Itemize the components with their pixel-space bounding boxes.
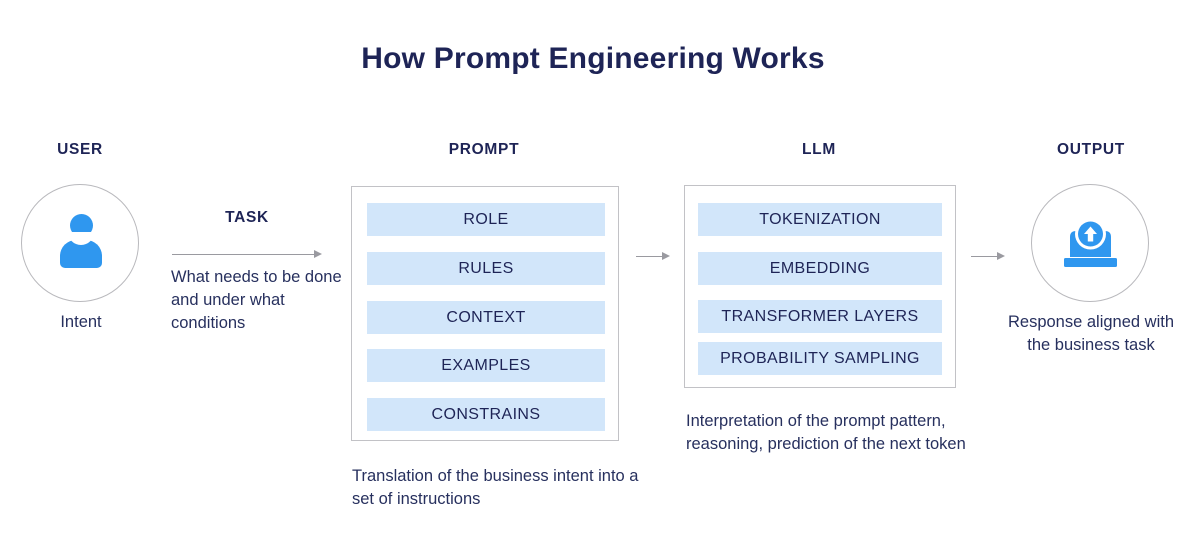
person-icon-head xyxy=(69,214,93,237)
llm-item-embedding: EMBEDDING xyxy=(698,252,942,285)
person-icon xyxy=(60,214,102,268)
llm-box: TOKENIZATION EMBEDDING TRANSFORMER LAYER… xyxy=(684,185,956,388)
arrow-llm-to-output xyxy=(971,252,1005,261)
llm-caption: Interpretation of the prompt pattern, re… xyxy=(686,412,966,453)
page-title: How Prompt Engineering Works xyxy=(361,42,825,75)
stage-header-output: OUTPUT xyxy=(1057,141,1125,158)
prompt-item-rules: RULES xyxy=(367,252,605,285)
llm-item-tokenization: TOKENIZATION xyxy=(698,203,942,236)
laptop-upload-icon xyxy=(1060,217,1121,267)
arrow-head xyxy=(997,252,1005,260)
output-caption: Response aligned with the business task xyxy=(1007,313,1175,354)
prompt-caption: Translation of the business intent into … xyxy=(352,467,639,508)
llm-item-probability-sampling: PROBABILITY SAMPLING xyxy=(698,342,942,375)
arrow-user-to-prompt xyxy=(172,250,322,259)
arrow-head xyxy=(314,250,322,258)
person-icon-notch xyxy=(68,232,94,245)
arrow-shaft xyxy=(172,254,315,256)
stage-header-llm: LLM xyxy=(802,141,836,158)
prompt-item-examples: EXAMPLES xyxy=(367,349,605,382)
arrow-head xyxy=(662,252,670,260)
task-label: TASK xyxy=(225,209,269,226)
arrow-shaft xyxy=(636,256,663,258)
prompt-item-role: ROLE xyxy=(367,203,605,236)
prompt-item-constrains: CONSTRAINS xyxy=(367,398,605,431)
arrow-shaft xyxy=(971,256,998,258)
stage-header-user: USER xyxy=(57,141,103,158)
stage-header-prompt: PROMPT xyxy=(448,141,520,158)
arrow-prompt-to-llm xyxy=(636,252,670,261)
prompt-box: ROLE RULES CONTEXT EXAMPLES CONSTRAINS xyxy=(351,186,619,441)
prompt-item-context: CONTEXT xyxy=(367,301,605,334)
user-caption: Intent xyxy=(60,313,102,331)
task-description: What needs to be done and under what con… xyxy=(171,268,342,332)
llm-item-transformer-layers: TRANSFORMER LAYERS xyxy=(698,300,942,333)
